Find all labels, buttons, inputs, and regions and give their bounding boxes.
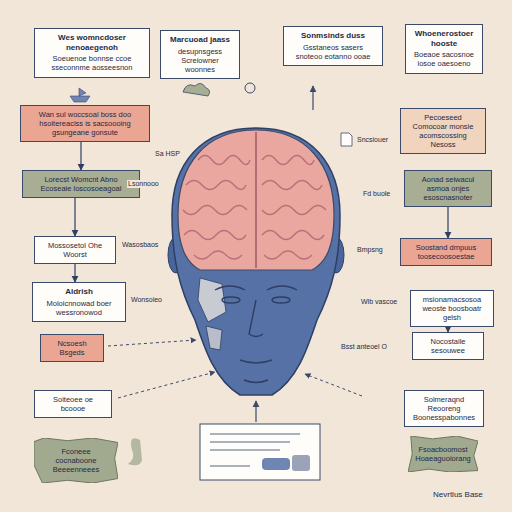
box-text: Wan sul woccsoal boss doo hsoitereaciss … [26,110,144,137]
info-box: AldrishMoloicnnowad boer wessronowod [32,282,126,322]
connector-arrow [80,142,81,170]
box-text: Soostand dmpuus toosecoosoestae [406,243,486,261]
side-label: Sncsiouer [356,136,389,144]
mouth [240,360,272,363]
box-text: Aonad seiwacul asmoa onjes esoscnasnoter [410,175,486,202]
process-box: Mossosetol Ohe Woorst [34,236,116,264]
process-box: msionamacsosoa weoste boosboatr gelsh [410,290,494,327]
cloud-icon [183,83,210,96]
panel-line [210,465,250,467]
brain-fold [262,231,324,240]
box-text: Soiteoee oe bcoooe [40,395,106,413]
arrow [312,86,313,110]
face-features [215,286,297,383]
map-patch: Fsoacboomost Hoaeaguoiorang [408,436,478,472]
leader-line [305,374,362,396]
highlight-box: Ncsoesh Bsgeds [40,334,104,362]
panel-line [210,449,280,451]
brain-folds [183,156,326,260]
brow [267,286,297,290]
document-icon [341,133,352,146]
brain-fold [262,206,326,215]
boat-icon [70,88,90,102]
info-box: Whoenerostoer hoosteBoeaoe sacosnoe ioso… [405,24,483,74]
process-box: Soiteoee oe bcoooe [34,390,112,418]
brain-fold [186,181,246,190]
box-text: Nocostaile sesouwee [418,337,478,355]
panel-line [210,441,290,443]
highlight-box: Wan sul woccsoal boss doo hsoitereaciss … [20,105,150,142]
nose [249,300,263,337]
box-heading: Whoenerostoer hooste [411,29,477,48]
screen-panel [200,424,320,480]
gear-icon [245,83,255,93]
brain-fold [184,231,246,240]
process-box: Solmeraqnd Reooreng Boonesspabonnes [404,390,484,427]
box-text: Mossosetol Ohe Woorst [40,241,110,259]
highlight-box: Soostand dmpuus toosecoosoestae [400,238,492,266]
panel-line [210,433,300,435]
box-heading: Aldrish [38,287,120,297]
eye [272,297,290,303]
face-patch [206,326,222,350]
box-text: Soeuenoe bonnse ccoe sseconnme aosseesno… [40,54,144,72]
leader-line [108,340,196,346]
side-label: Bmpsng [356,246,384,254]
side-label: Sa HSP [154,150,181,158]
arrow [255,401,256,422]
connector-arrow [74,264,75,282]
info-box: Wes womncdoser nenoaegenohSoeuenoe bonns… [34,28,150,78]
connector-arrow [74,198,75,236]
footer-label: Nevrtlus Base [432,490,484,500]
brain-fold [262,181,322,190]
panel-icon [262,458,290,470]
panel-icon [292,455,310,471]
process-box: Aonad seiwacul asmoa onjes esoscnasnoter [404,170,492,207]
side-label: Wasosbaos [121,241,159,249]
chin-line [244,380,268,383]
brain-fold [198,156,250,165]
info-box: Sonmsinds dussGsstaneos sasers snoteoo e… [283,26,383,66]
box-heading: Marcuoad jaass [166,35,234,45]
info-box: Pecoeseed Comocoar monsie acomscossing N… [400,108,486,154]
box-heading: Wes womncdoser nenoaegenoh [40,33,144,52]
eye [222,297,240,303]
box-text: Gsstaneos sasers snoteoo eotanno ooae [289,43,377,61]
brain-fold [183,206,247,215]
side-label: Wlb vascoe [360,298,398,306]
brain [178,130,334,270]
box-text: Solmeraqnd Reooreng Boonesspabonnes [410,395,478,422]
connector-arrow [447,207,448,238]
box-text: msionamacsosoa weoste boosboatr gelsh [416,295,488,322]
process-box: Lorecst Womcnt Abno Ecoseaie loscosoeago… [22,170,140,198]
box-text: Moloicnnowad boer wessronowod [38,299,120,317]
side-label: Bsst anteoel O [340,343,388,351]
box-text: desupnsgess Screiowner woonnes [166,47,234,74]
box-text: Ncsoesh Bsgeds [46,339,98,357]
side-label: Lsonnooo [127,180,160,188]
process-box: Nocostaile sesouwee [412,332,484,360]
brow [215,286,245,290]
brain-fold [264,251,312,259]
brain-fissure [255,132,257,268]
box-text: Boeaoe sacosnoe iosoe oaesoeno [411,50,477,68]
box-heading: Sonmsinds duss [289,31,377,41]
patch-fill [34,438,118,483]
box-text: Fconeee cocnaboone Beeeenneees [41,447,111,474]
leader-lines [108,340,362,398]
map-patch: Fconeee cocnaboone Beeeenneees [34,438,118,483]
box-text: Lorecst Womcnt Abno Ecoseaie loscosoeago… [28,175,134,193]
box-text: Fsoacboomost Hoaeaguoiorang [415,445,471,463]
patch-fill [408,436,478,472]
head-silhouette [172,128,340,395]
map-blob [128,438,142,465]
leader-line [118,372,215,398]
box-text: Pecoeseed Comocoar monsie acomscossing N… [406,113,480,149]
side-label: Wonsoieo [130,296,163,304]
side-label: Fd buole [362,190,391,198]
info-box: Marcuoad jaass desupnsgess Screiowner woo… [160,30,240,79]
brain-fold [262,156,314,165]
brain-fold [194,251,242,259]
